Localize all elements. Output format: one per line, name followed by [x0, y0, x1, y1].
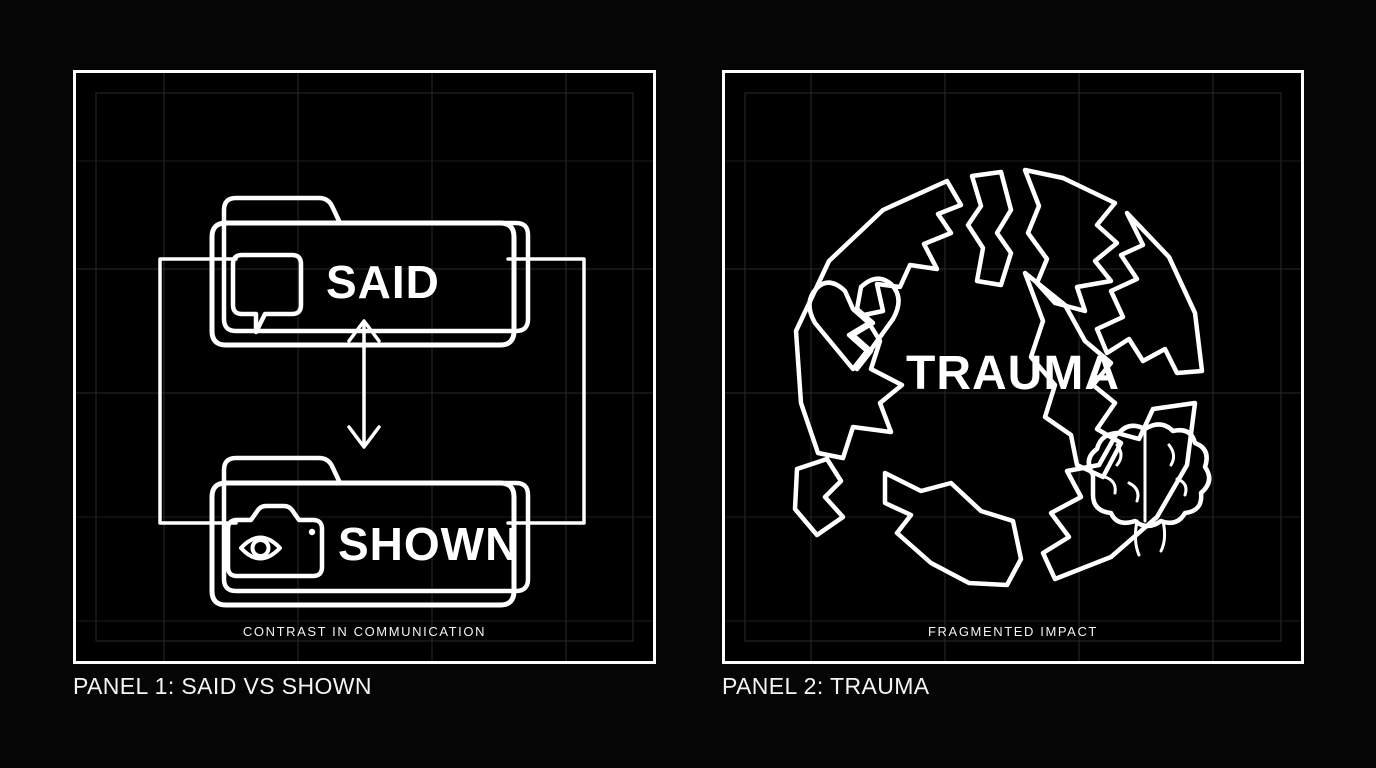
camera-eye-icon [225, 503, 325, 579]
card-said[interactable]: SAID [209, 195, 531, 348]
double-headed-vertical-arrow [347, 319, 381, 449]
speech-bubble-icon [230, 252, 304, 335]
card-title-said: SAID [326, 256, 440, 308]
panel-2-label: PANEL 2: TRAUMA [722, 673, 930, 699]
ring-center-label: TRAUMA [906, 347, 1120, 400]
shown-card-front [209, 480, 517, 608]
panel-trauma: TRAUMA FRAGMENTED IMPACT [722, 70, 1304, 664]
shattered-ring [792, 167, 1205, 588]
said-folder-back [221, 195, 531, 334]
panel-1-caption: CONTRAST IN COMMUNICATION [242, 624, 487, 639]
camera-flash-dot [308, 528, 316, 536]
broken-heart-icon [807, 276, 901, 372]
said-card-front [209, 220, 517, 348]
panel-2-caption: FRAGMENTED IMPACT [928, 624, 1098, 639]
right-bracket-connector [506, 257, 586, 525]
left-bracket-connector [158, 257, 238, 525]
shown-folder-back [221, 455, 531, 594]
panel-1-label: PANEL 1: SAID VS SHOWN [73, 673, 372, 699]
said-vs-shown-artwork: SAID [158, 195, 586, 608]
card-shown[interactable]: SHOWN [209, 455, 531, 608]
panel-1-content: SAID [76, 73, 653, 661]
panel-said-vs-shown: SAID [73, 70, 656, 664]
brain-icon [1086, 422, 1212, 557]
panel-2-content: TRAUMA FRAGMENTED IMPACT [725, 73, 1301, 661]
shattered-ring-artwork: TRAUMA [792, 167, 1212, 588]
card-title-shown: SHOWN [338, 518, 519, 570]
